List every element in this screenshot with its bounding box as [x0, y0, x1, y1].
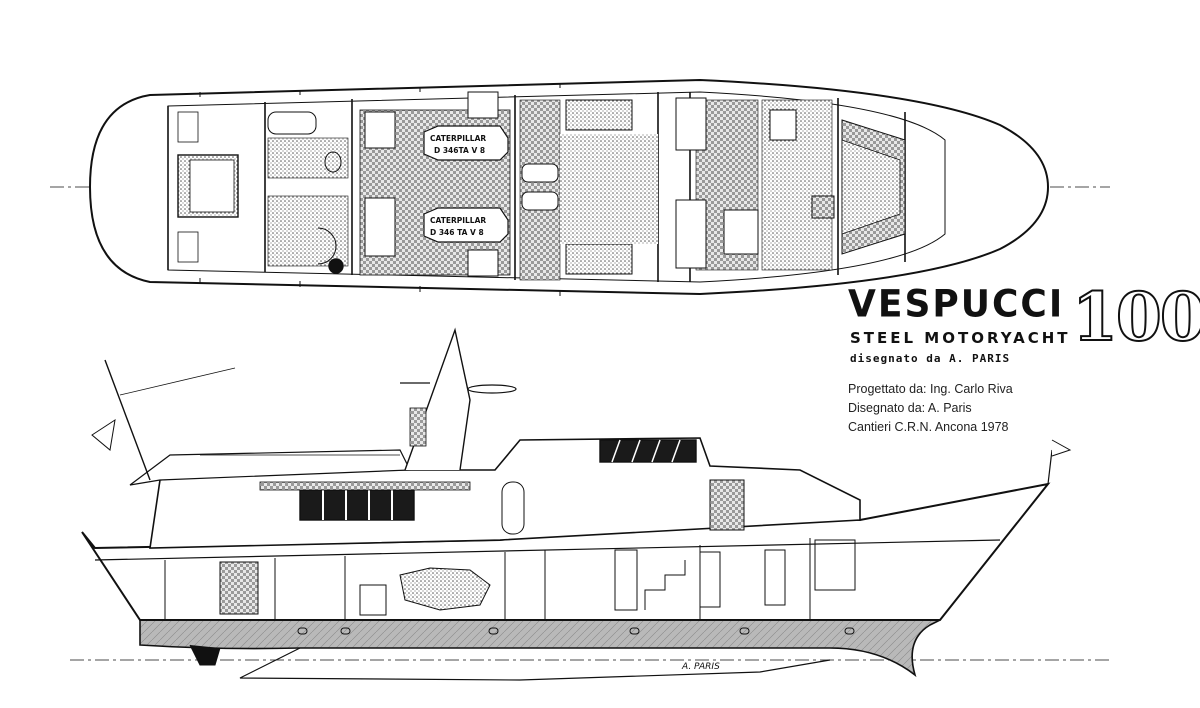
- profile-portholes: [297, 627, 855, 635]
- plan-engine-top: [423, 125, 509, 161]
- profile-lower-hull: [139, 619, 941, 678]
- credits-block: Progettato da: Ing. Carlo Riva Disegnato…: [848, 380, 1013, 437]
- credit-engineer: Progettato da: Ing. Carlo Riva: [848, 382, 1013, 396]
- credit-designer: Disegnato da: A. Paris: [848, 401, 972, 415]
- profile-interior: [164, 479, 856, 620]
- drawing-signature: A. PARIS: [681, 662, 720, 672]
- engine-top-name: CATERPILLAR: [430, 134, 486, 143]
- plan-spiral-stair: [317, 227, 337, 265]
- engine-top-model: D 346TA V 8: [434, 146, 485, 155]
- profile-mast: [404, 327, 471, 471]
- brand-designer-line: disegnato da A. PARIS: [850, 352, 1011, 365]
- profile-wheelhouse-windows: [599, 439, 697, 463]
- plan-engine-bottom: [423, 207, 509, 243]
- brand-subtitle: STEEL MOTORYACHT: [850, 329, 1071, 347]
- profile-flybridge: [129, 449, 411, 486]
- profile-view: [70, 327, 1110, 681]
- engine-bottom-name: CATERPILLAR: [430, 216, 486, 225]
- credit-shipyard: Cantieri C.R.N. Ancona 1978: [848, 420, 1009, 434]
- plan-bathtub-1: [267, 111, 317, 135]
- plan-guest-bed-1: [565, 99, 633, 131]
- plan-stanchions: [199, 83, 561, 296]
- brand-block: VESPUCCI 100' STEEL MOTORYACHT disegnato…: [848, 277, 1200, 380]
- plan-guest-bed-4: [565, 243, 633, 275]
- brand-size: 100': [1071, 277, 1200, 357]
- profile-saloon-windows: [299, 489, 415, 521]
- engine-bottom-model: D 346 TA V 8: [430, 228, 484, 237]
- plan-view: [50, 78, 1110, 296]
- brand-name: VESPUCCI: [848, 282, 1065, 327]
